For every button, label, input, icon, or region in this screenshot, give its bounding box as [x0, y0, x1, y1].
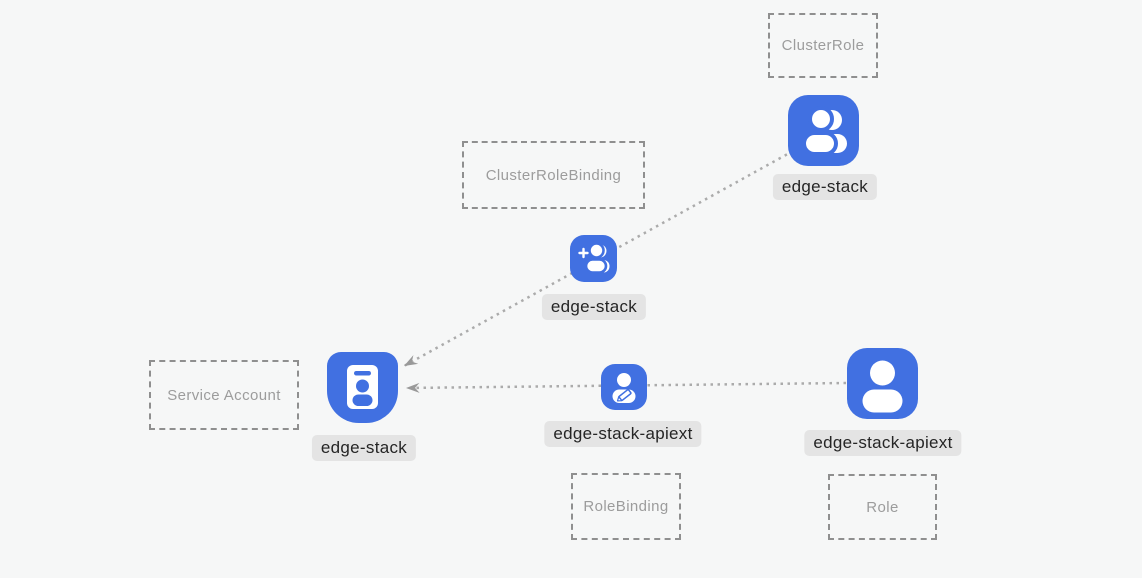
type-box-role-binding: RoleBinding — [571, 473, 681, 540]
user-edit-icon — [612, 373, 636, 403]
type-box-label: RoleBinding — [583, 498, 669, 515]
user-icon — [862, 360, 903, 413]
user-plus-icon — [578, 242, 610, 274]
id-badge-icon — [347, 365, 378, 409]
type-box-label: ClusterRoleBinding — [485, 166, 622, 184]
type-box-label: ClusterRole — [781, 37, 865, 54]
service-account-node[interactable] — [327, 352, 398, 423]
type-box-label: Service Account — [167, 386, 281, 404]
type-box-role: Role — [828, 474, 937, 540]
type-box-service-account: Service Account — [149, 360, 299, 430]
cluster-role-binding-node[interactable] — [570, 235, 617, 282]
users-icon — [802, 106, 847, 156]
node-label: edge-stack — [772, 174, 878, 200]
type-box-cluster-role-binding: ClusterRoleBinding — [462, 141, 645, 209]
type-box-label: Role — [866, 498, 899, 516]
role-node[interactable] — [847, 348, 918, 419]
role-binding-node[interactable] — [601, 364, 647, 410]
node-label: edge-stack-apiext — [804, 430, 962, 456]
cluster-role-node[interactable] — [788, 95, 859, 166]
type-box-cluster-role: ClusterRole — [768, 13, 878, 78]
node-label: edge-stack — [311, 435, 417, 461]
node-label: edge-stack — [541, 294, 647, 320]
node-label: edge-stack-apiext — [544, 421, 702, 447]
